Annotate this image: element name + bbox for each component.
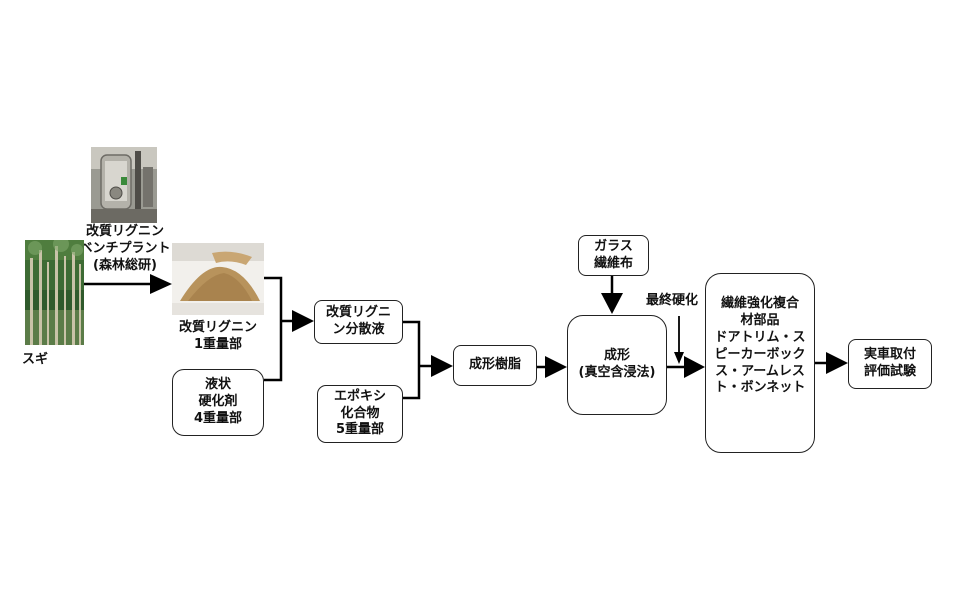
lignin-bench-plant-photo: [91, 147, 157, 223]
bracket-dispersion-epoxy: [403, 320, 421, 400]
arrowhead-glass-down: [601, 293, 623, 314]
hardener-box: 液状 硬化剤 4重量部: [172, 369, 264, 436]
arrowhead-to-composite: [684, 356, 705, 378]
dispersion-box: 改質リグニ ン分散液: [314, 300, 403, 344]
glass-fiber-box: ガラス 繊維布: [578, 235, 649, 276]
sugi-label: スギ: [22, 352, 49, 367]
molding-box: 成形 (真空含浸法): [567, 315, 667, 415]
arrowhead-to-eval: [826, 352, 848, 374]
evaluation-box: 実車取付 評価試験: [848, 339, 932, 389]
lignin-weight-label: 改質リグニン 1重量部: [178, 320, 257, 352]
bracket-lignin-hardener: [264, 276, 283, 382]
arrowhead-to-molding: [545, 356, 567, 378]
lignin-bench-plant-label: 改質リグニン ベンチプラント (森林総研): [79, 224, 171, 273]
epoxy-box: エポキシ 化合物 5重量部: [317, 385, 403, 443]
lignin-powder-photo: [172, 243, 264, 315]
arrowhead-to-dispersion: [292, 310, 314, 332]
arrowhead-final-cure: [674, 352, 684, 364]
arrowhead-to-resin: [431, 355, 453, 377]
resin-box: 成形樹脂: [453, 345, 537, 386]
sugi-forest-photo: [25, 240, 84, 345]
final-cure-label: 最終硬化: [645, 293, 698, 308]
composite-parts-box: 繊維強化複合 材部品 ドアトリム・ス ピーカーボック ス・アームレス ト・ボンネ…: [705, 273, 815, 453]
arrowhead-sugi-to-lignin: [150, 274, 172, 294]
